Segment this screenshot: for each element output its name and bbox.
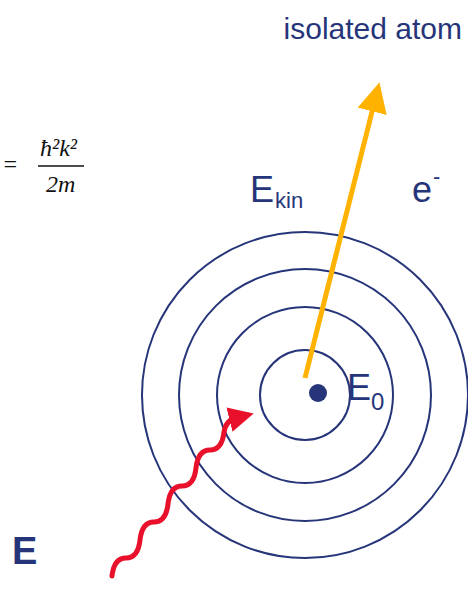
electron-shells (142, 232, 468, 558)
equals-sign: = (2, 152, 18, 176)
formula-denominator: 2m (46, 172, 75, 196)
superscript: - (433, 166, 440, 188)
photon-wave (112, 416, 244, 576)
formula-numerator: ħ²k² (40, 136, 77, 160)
diagram-title: isolated atom (284, 14, 462, 44)
subscript: 0 (371, 390, 384, 414)
subscript: kin (275, 190, 303, 212)
energy-symbol: E (347, 370, 371, 406)
electron-symbol: e (412, 172, 432, 208)
fraction-bar (38, 165, 84, 167)
nucleus (309, 384, 327, 402)
electron-arrow (305, 92, 377, 378)
photon-energy-symbol: E (12, 532, 37, 570)
energy-symbol: E (250, 172, 274, 208)
